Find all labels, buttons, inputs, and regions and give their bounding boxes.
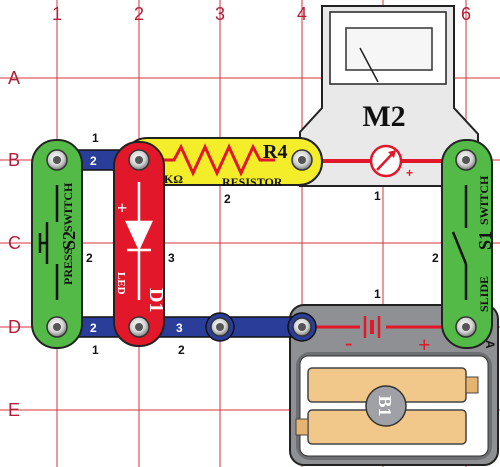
level-number: 1: [92, 131, 99, 145]
grid-row-labels: A B C D E: [8, 68, 21, 420]
meter-dial: [345, 27, 433, 71]
slide-switch-symbol: [451, 185, 468, 300]
press-switch-s2[interactable]: S2 PRESS SWITCH: [31, 139, 83, 349]
column-label: 4: [297, 4, 307, 24]
resistor-zigzag: [152, 143, 275, 177]
level-number: 2: [90, 154, 97, 168]
slide-switch-label: S1: [475, 231, 495, 250]
level-number: 3: [168, 251, 175, 265]
slide-switch-type-a: SLIDE: [477, 276, 491, 312]
row-label: A: [8, 68, 20, 88]
level-number: 3: [176, 321, 183, 335]
led-symbol: [125, 182, 153, 300]
row-label: E: [8, 400, 20, 420]
level-number: 1: [92, 343, 99, 357]
resistor-label: R4: [263, 141, 287, 163]
level-number: 1: [374, 287, 381, 301]
press-switch-symbol: [38, 185, 59, 300]
battery-minus: -: [345, 330, 352, 355]
level-number: 2: [224, 192, 231, 206]
led-label: D1: [145, 288, 167, 312]
led-d1[interactable]: + D1 LED: [113, 141, 167, 347]
meter-needle: [359, 47, 379, 83]
row-label: C: [8, 233, 21, 253]
press-switch-type-a: PRESS: [61, 247, 75, 285]
column-label: 6: [461, 4, 471, 24]
meter-m2[interactable]: M2 +: [299, 5, 479, 187]
meter-symbol: [369, 144, 403, 178]
battery-label-circle: [365, 385, 407, 427]
press-switch-type-b: SWITCH: [61, 182, 75, 232]
column-label: 3: [215, 4, 225, 24]
column-label: 1: [52, 4, 62, 24]
row-label: B: [8, 150, 20, 170]
battery-label: B1: [375, 395, 395, 416]
level-number: 1: [374, 189, 381, 203]
battery-symbol: [360, 316, 386, 338]
column-label: 2: [134, 4, 144, 24]
slide-switch-s1[interactable]: S1 SLIDE SWITCH: [441, 139, 495, 349]
battery-plus: +: [418, 332, 431, 357]
level-number: 2: [86, 251, 93, 265]
row-label: D: [8, 317, 21, 337]
level-number: 2: [90, 321, 97, 335]
resistor-r4[interactable]: R4 0KΩ RESISTOR: [123, 137, 323, 189]
slide-switch-type-b: SWITCH: [477, 175, 491, 225]
led-plus: +: [117, 198, 127, 218]
snap-points: [46, 149, 477, 338]
press-switch-label: S2: [59, 231, 79, 250]
meter-plus: +: [406, 166, 413, 180]
battery-b1[interactable]: B1 - + A: [289, 304, 499, 466]
led-type: LED: [115, 272, 127, 295]
level-number: 2: [178, 343, 185, 357]
resistor-type: RESISTOR: [222, 175, 283, 189]
battery-edge-text: A: [483, 340, 497, 349]
level-numbers: 1 2 2 2 3 2 3 1 2 1 2 1: [86, 131, 439, 357]
level-number: 2: [432, 251, 439, 265]
meter-label: M2: [362, 100, 405, 133]
